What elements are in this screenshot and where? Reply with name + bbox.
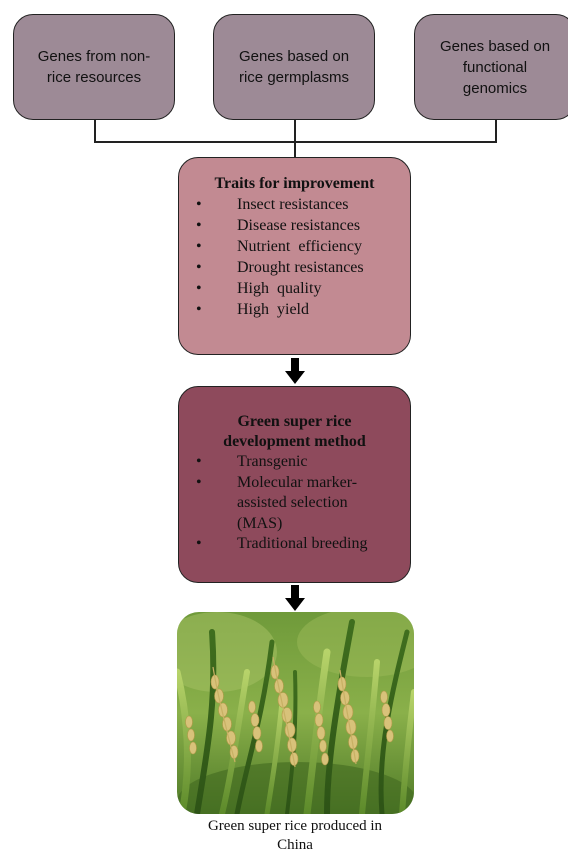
trait-item: • High quality — [179, 278, 410, 299]
trait-label: Nutrient efficiency — [237, 238, 362, 255]
connector-center-drop — [294, 120, 296, 157]
caption-line: Green super rice produced in — [207, 818, 383, 834]
trait-label: Insect resistances — [237, 196, 349, 213]
bullet-marker: • — [196, 196, 202, 213]
traits-list: • Insect resistances • Disease resistances… — [179, 194, 410, 320]
trait-item: • High yield — [179, 299, 410, 320]
bullet-marker: • — [196, 473, 202, 491]
trait-item: • Drought resistances — [179, 257, 410, 278]
bullet-marker: • — [196, 301, 202, 318]
rice-field-image — [177, 612, 414, 814]
method-item: • Transgenic — [179, 452, 410, 473]
source-label-line: Genes from non- — [37, 48, 151, 65]
bullet-marker: • — [196, 280, 202, 297]
source-label-line: rice germplasms — [238, 69, 350, 86]
method-label-line: Molecular marker- — [237, 473, 358, 491]
connector-left-drop — [94, 120, 96, 142]
source-box-rice-germplasms: Genes based on rice germplasms — [213, 14, 375, 120]
traits-box: Traits for improvement • Insect resistanc… — [178, 157, 411, 355]
trait-label: Drought resistances — [237, 259, 364, 276]
method-title-line: development method — [223, 433, 366, 450]
rice-photo — [177, 612, 414, 814]
bullet-marker: • — [196, 259, 202, 276]
trait-item: • Insect resistances — [179, 194, 410, 215]
method-box: Green super rice development method • Tr… — [178, 386, 411, 583]
bullet-marker: • — [196, 238, 202, 255]
method-label-line: assisted selection — [237, 494, 348, 511]
method-list: • Transgenic • Molecular marker- assiste… — [179, 452, 410, 555]
method-title-line: Green super rice — [237, 413, 352, 430]
bullet-marker: • — [196, 453, 202, 470]
method-label-line: (MAS) — [237, 514, 283, 532]
trait-label: High quality — [237, 280, 322, 297]
down-arrow-icon — [285, 585, 305, 611]
caption-line: China — [277, 837, 313, 853]
method-title: Green super rice development method — [179, 412, 410, 452]
source-label-line: functional — [462, 58, 528, 76]
trait-label: High yield — [237, 301, 309, 318]
source-label-line: Genes based on — [439, 37, 551, 55]
traits-title: Traits for improvement — [214, 175, 375, 192]
bullet-marker: • — [196, 535, 202, 552]
connector-horizontal — [94, 141, 497, 143]
trait-item: • Disease resistances — [179, 215, 410, 236]
down-arrow-icon — [285, 358, 305, 384]
method-label-line: Transgenic — [237, 453, 308, 470]
source-label-line: rice resources — [46, 69, 142, 86]
trait-label: Disease resistances — [237, 217, 361, 234]
source-label-line: genomics — [462, 79, 528, 97]
bullet-marker: • — [196, 217, 202, 234]
source-label-line: Genes based on — [238, 48, 350, 65]
trait-item: • Nutrient efficiency — [179, 236, 410, 257]
method-item: • Molecular marker- assisted selection (… — [179, 473, 410, 535]
source-box-functional-genomics: Genes based on functional genomics — [414, 14, 568, 120]
method-item: • Traditional breeding — [179, 534, 410, 555]
photo-caption: Green super rice produced in China — [170, 817, 420, 855]
connector-right-drop — [495, 120, 497, 142]
source-box-non-rice: Genes from non- rice resources — [13, 14, 175, 120]
method-label-line: Traditional breeding — [237, 535, 368, 552]
